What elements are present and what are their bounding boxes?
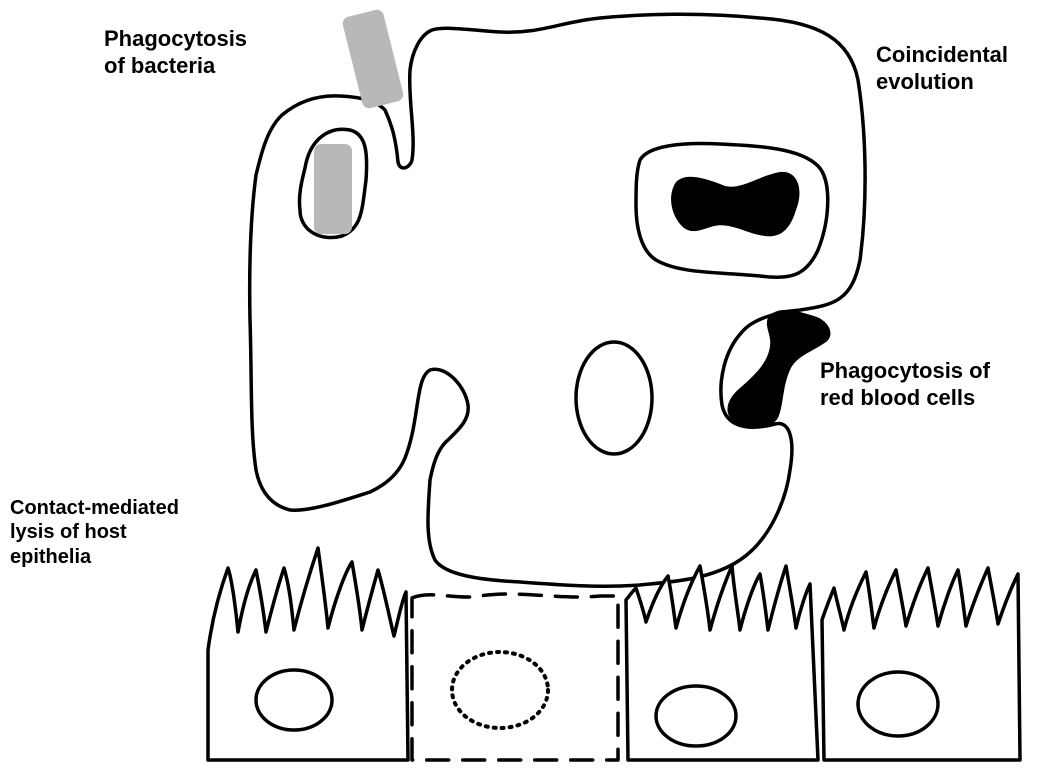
label-line: lysis of host xyxy=(10,520,179,544)
bacterium-engulfed xyxy=(314,144,352,234)
label-phagocytosis-bacteria: Phagocytosis of bacteria xyxy=(104,26,247,80)
label-line: of bacteria xyxy=(104,53,247,80)
label-phagocytosis-rbc: Phagocytosis of red blood cells xyxy=(820,358,990,412)
amoeba-outline xyxy=(250,14,865,586)
bacterium-ingesting xyxy=(341,8,404,109)
label-line: Phagocytosis xyxy=(104,26,247,53)
label-line: Coincidental xyxy=(876,42,1008,69)
label-coincidental-evolution: Coincidental evolution xyxy=(876,42,1008,96)
label-line: red blood cells xyxy=(820,385,990,412)
label-line: evolution xyxy=(876,69,1008,96)
epithelial-nucleus-1 xyxy=(256,670,332,730)
label-line: epithelia xyxy=(10,545,179,569)
amoeba-nucleus xyxy=(576,342,652,454)
epithelial-nucleus-4 xyxy=(858,672,938,736)
label-contact-lysis: Contact-mediated lysis of host epithelia xyxy=(10,496,179,569)
label-line: Contact-mediated xyxy=(10,496,179,520)
epithelial-cell-lysed xyxy=(412,594,618,760)
label-line: Phagocytosis of xyxy=(820,358,990,385)
epithelial-nucleus-3 xyxy=(656,686,736,746)
